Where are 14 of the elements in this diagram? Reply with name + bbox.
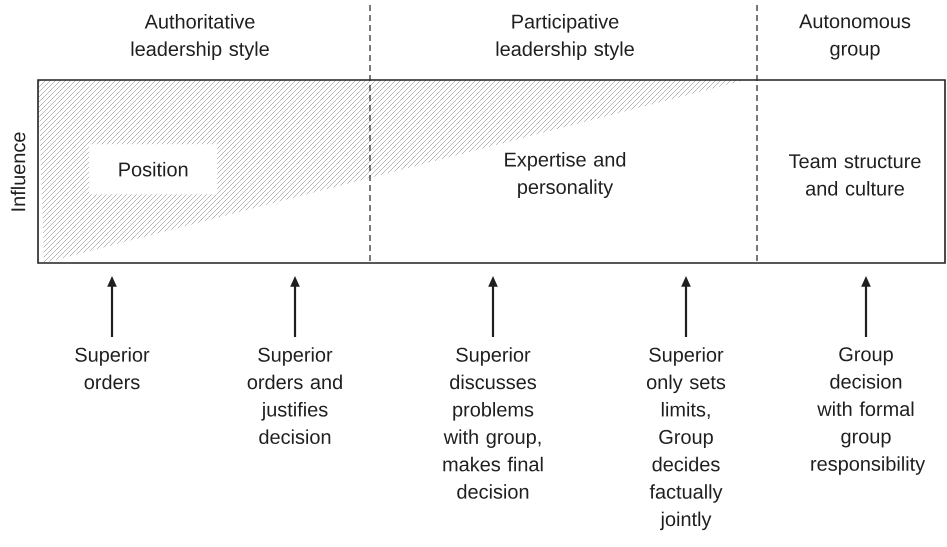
- step-text: Superior only sets limits, Group decides factually jointly: [646, 347, 726, 530]
- step-text: Superior orders and justifies decision: [248, 347, 342, 444]
- column-heading: Authoritative leadership style: [132, 14, 269, 60]
- column-heading: Autonomous group: [799, 14, 910, 60]
- step-text: Group decision with formal group responsibility: [811, 347, 926, 475]
- area-label: Expertise and personality: [505, 152, 626, 198]
- area-label: Team structure and culture: [789, 154, 921, 196]
- axis-label: Influence: [10, 132, 26, 211]
- step-text: Superior orders: [75, 347, 150, 390]
- step-text: Superior discusses problems with group, makes final decision: [443, 347, 543, 499]
- column-heading: Participative leadership style: [496, 14, 634, 60]
- label-box: Position: [89, 144, 218, 194]
- node-label: Position: [119, 162, 188, 177]
- chart-frame: [37, 79, 946, 264]
